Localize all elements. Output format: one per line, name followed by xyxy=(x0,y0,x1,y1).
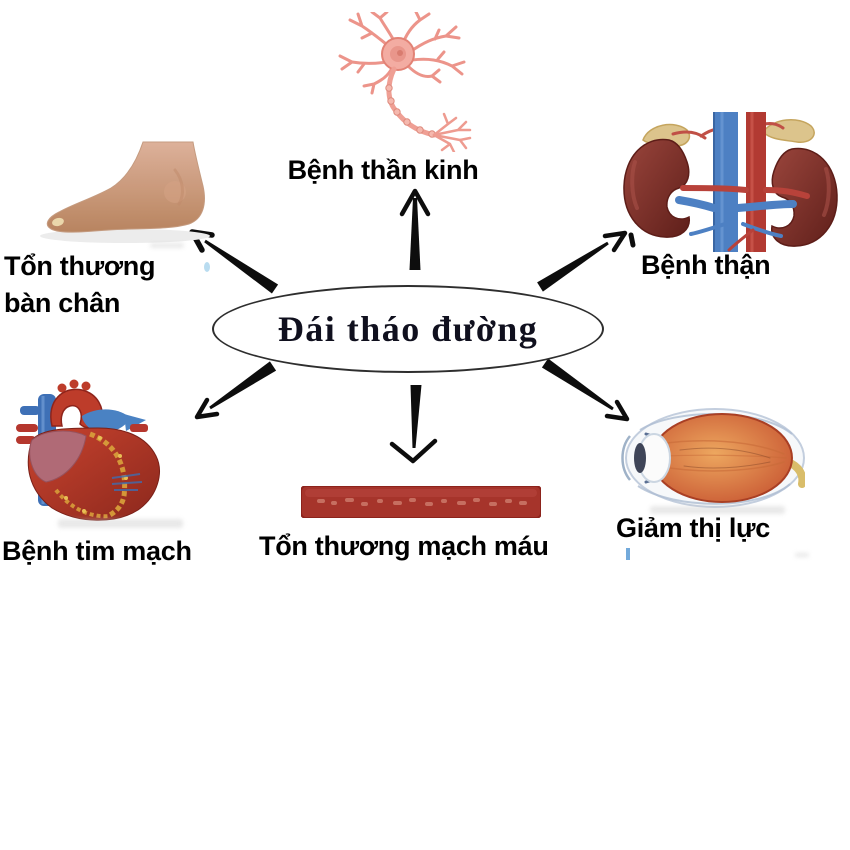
arrow-to-eye xyxy=(541,358,630,422)
smudge-artifact xyxy=(150,243,184,248)
arrow-to-kidney xyxy=(537,230,636,292)
arrow-to-neuropathy xyxy=(399,188,431,270)
eye-illustration xyxy=(621,408,805,508)
label-neuropathy: Bệnh thần kinh xyxy=(287,155,479,185)
smudge-artifact xyxy=(58,519,183,528)
label-kidney: Bệnh thận xyxy=(641,250,771,280)
arrow-to-vessel xyxy=(389,385,438,464)
blood-vessel-illustration xyxy=(301,486,541,518)
label-vessel: Tổn thương mạch máu xyxy=(259,531,549,561)
label-foot-line2: bàn chân xyxy=(4,288,121,318)
blue-tick-artifact xyxy=(626,548,630,560)
foot-illustration xyxy=(40,141,210,243)
neuron-illustration xyxy=(338,12,472,152)
heart-illustration xyxy=(16,379,160,521)
center-node-diabetes: Đái tháo đường xyxy=(212,285,604,373)
label-foot: Tổn thương bàn chân xyxy=(4,248,156,322)
smudge-artifact xyxy=(795,553,809,557)
kidneys-illustration xyxy=(623,112,838,252)
arrow-to-heart xyxy=(194,361,277,420)
label-foot-line1: Tổn thương xyxy=(4,251,156,281)
smudge-artifact xyxy=(650,506,785,514)
label-heart: Bệnh tim mạch xyxy=(2,536,192,566)
center-node-label: Đái tháo đường xyxy=(277,309,539,349)
label-eye: Giảm thị lực xyxy=(616,513,770,543)
